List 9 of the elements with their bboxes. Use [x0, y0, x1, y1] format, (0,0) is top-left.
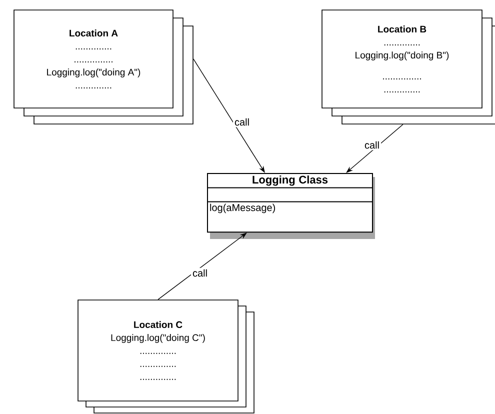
edge-label: call	[363, 140, 381, 150]
document-stack: Location C Logging.log("doing C") .............. .............. ..............	[78, 300, 254, 414]
edge-label: call	[233, 116, 251, 128]
class-box: Logging Class log(aMessage)	[207, 172, 375, 239]
document-stack: Location B .............. Logging.log("doing B") ............... ..............	[322, 10, 495, 124]
edge-label: call	[191, 268, 209, 278]
arrow	[158, 232, 247, 300]
arrow	[346, 124, 404, 173]
document-stack: Location A .............. ............... Logging.log("doing A") ..............	[14, 10, 194, 124]
